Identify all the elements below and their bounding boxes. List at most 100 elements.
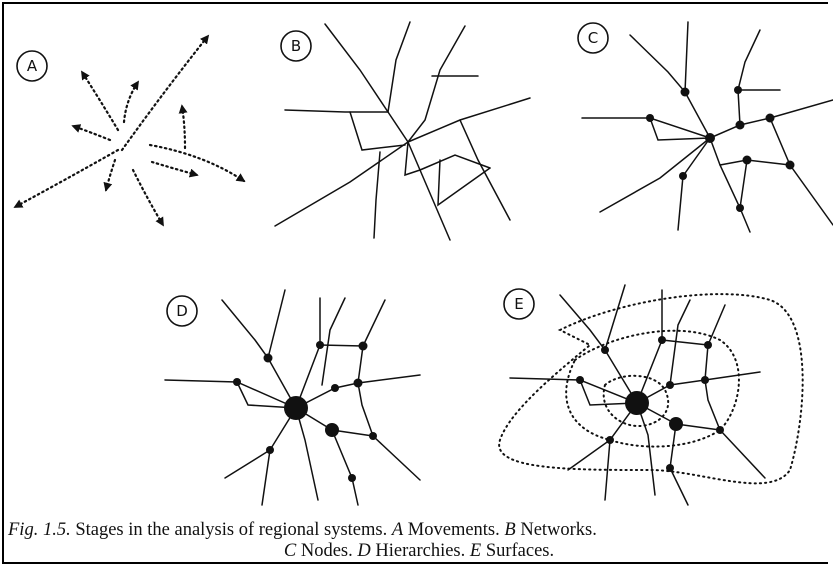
caption-hierarchies: Hierarchies.: [370, 541, 470, 561]
network-link: [284, 109, 389, 113]
node: [735, 120, 745, 130]
network-link: [221, 299, 297, 409]
caption-line-1: Fig. 1.5. Stages in the analysis of regi…: [6, 520, 832, 541]
surface-contours: [498, 293, 804, 485]
network-link: [636, 402, 656, 496]
network-link: [579, 379, 638, 406]
network-link: [599, 137, 711, 213]
movement-flow: [13, 148, 120, 209]
panel-d: D: [164, 289, 421, 506]
panel-d-label: D: [176, 302, 188, 320]
movement-flow: [122, 80, 140, 124]
panel-e: E: [498, 284, 804, 506]
node: [266, 446, 274, 454]
network-nodes: [576, 336, 724, 472]
caption-letter-d: D: [357, 541, 371, 561]
node: [606, 436, 614, 444]
network-link: [567, 402, 638, 471]
movement-flow: [148, 143, 246, 183]
panel-b: B: [274, 21, 531, 241]
movement-flow: [150, 160, 199, 178]
panel-c: C: [577, 21, 833, 233]
network-nodes: [233, 341, 377, 482]
network-link: [319, 344, 364, 347]
network-link: [739, 159, 748, 209]
network-link: [321, 297, 346, 386]
network-link: [295, 407, 359, 506]
network-link: [267, 289, 286, 359]
network-link: [661, 339, 709, 346]
network-link: [373, 151, 381, 239]
caption-nodes: Nodes.: [296, 541, 358, 561]
node: [666, 381, 674, 389]
caption-fig-number: Fig. 1.5.: [8, 520, 71, 540]
network-link: [261, 449, 271, 506]
node: [704, 341, 712, 349]
network-link: [459, 119, 511, 221]
caption-line-2: C Nodes. D Hierarchies. E Surfaces.: [6, 541, 832, 562]
node: [785, 160, 795, 170]
network-link: [709, 99, 833, 139]
panel-e-label: E: [514, 295, 523, 313]
network-link: [604, 439, 611, 501]
network-link: [636, 402, 689, 506]
node: [658, 336, 666, 344]
network-link: [324, 23, 409, 143]
panel-c-label: C: [588, 29, 598, 47]
node: [742, 155, 752, 165]
network-link: [581, 117, 711, 139]
primary-node: [284, 396, 308, 420]
panel-c-badge: [577, 22, 609, 54]
node: [601, 346, 609, 354]
network-link: [407, 25, 466, 143]
movement-flow: [80, 70, 120, 132]
caption-letter-e: E: [469, 541, 482, 561]
caption-surfaces: Surfaces.: [481, 541, 555, 561]
node: [701, 376, 709, 384]
figure-frame: [2, 2, 828, 564]
network-link: [604, 284, 626, 351]
node: [358, 341, 368, 351]
network-link: [357, 299, 386, 384]
network-link: [719, 159, 791, 166]
node: [765, 113, 775, 123]
node: [680, 87, 690, 97]
movement-flow: [103, 158, 117, 192]
network-link: [407, 141, 451, 241]
caption-letter-c: C: [283, 541, 297, 561]
network-link: [677, 175, 684, 231]
network-link: [769, 117, 833, 226]
node: [348, 474, 356, 482]
panel-a: A: [13, 34, 246, 227]
movement-flow: [131, 168, 165, 227]
node: [369, 432, 377, 440]
network-link: [675, 423, 721, 431]
node: [316, 341, 324, 349]
network-link: [636, 289, 663, 404]
secondary-node: [325, 423, 339, 437]
network-link: [737, 29, 761, 126]
node: [666, 464, 674, 472]
caption-networks: Networks.: [515, 520, 597, 540]
network-link: [684, 21, 689, 93]
network-link: [437, 159, 491, 207]
node: [716, 426, 724, 434]
node: [233, 378, 241, 386]
secondary-node: [669, 417, 683, 431]
network-nodes: [646, 86, 795, 212]
network-link: [407, 97, 531, 143]
caption-intro: Stages in the analysis of regional syste…: [70, 520, 392, 540]
panel-d-badge: [166, 295, 198, 327]
caption-letter-b: B: [504, 520, 516, 540]
network-link: [559, 294, 638, 404]
network-link: [236, 381, 297, 409]
network-link: [164, 379, 297, 409]
contour-inner: [602, 374, 670, 428]
node: [331, 384, 339, 392]
network-link: [224, 407, 297, 479]
node: [705, 133, 715, 143]
node: [576, 376, 584, 384]
network-link: [349, 111, 406, 151]
network-link: [404, 141, 421, 177]
road-network: [581, 21, 833, 233]
